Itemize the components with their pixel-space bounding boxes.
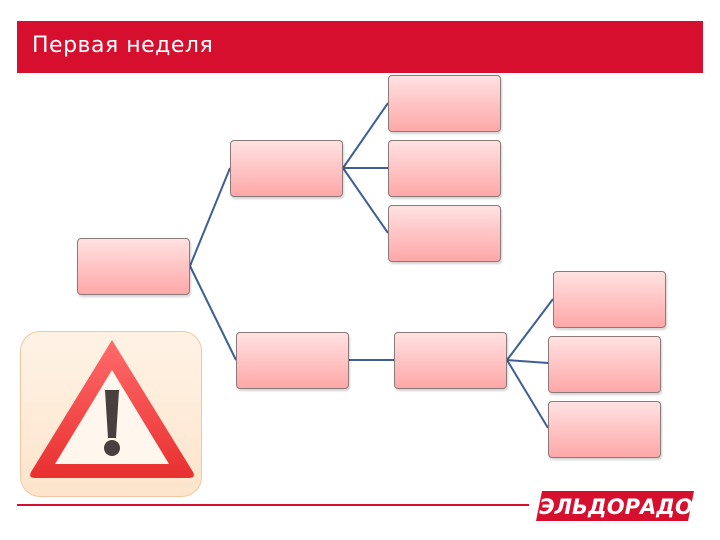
connector-upper-to-child-3 xyxy=(342,167,389,234)
lower-child-node-3 xyxy=(548,401,661,458)
footer-divider xyxy=(17,504,529,506)
connector-mid-to-child-1 xyxy=(506,298,554,361)
warning-triangle-icon xyxy=(30,340,194,478)
upper-child-node-3 xyxy=(388,205,501,262)
title-bar: Первая неделя xyxy=(17,21,703,73)
connector-mid-to-child-2 xyxy=(506,359,549,364)
upper-child-node-1 xyxy=(388,75,501,132)
logo-text: ЭЛЬДОРАДО xyxy=(539,495,693,519)
warning-panel xyxy=(20,331,202,497)
eldorado-logo: ЭЛЬДОРАДО xyxy=(536,490,694,522)
lower-branch-node xyxy=(236,332,349,389)
slide-title: Первая неделя xyxy=(32,33,214,58)
lower-child-node-2 xyxy=(548,336,661,393)
connector-mid-to-child-3 xyxy=(506,359,549,429)
lower-mid-node xyxy=(394,332,507,389)
upper-branch-node xyxy=(230,140,343,197)
lower-child-node-1 xyxy=(553,271,666,328)
root-node xyxy=(77,238,190,295)
upper-child-node-2 xyxy=(388,140,501,197)
connector-root-to-lower xyxy=(189,265,237,361)
connector-upper-to-child-1 xyxy=(342,102,389,169)
connector-root-to-upper xyxy=(189,167,231,267)
